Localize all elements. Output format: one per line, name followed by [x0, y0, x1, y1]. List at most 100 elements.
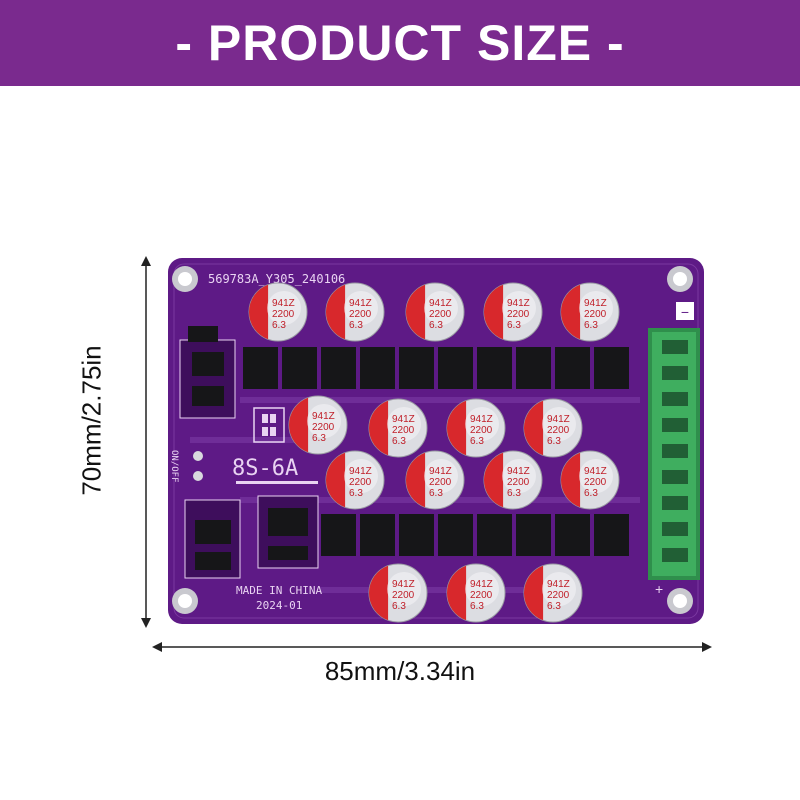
capacitor-label: 941Z	[507, 466, 530, 477]
capacitor-label: 6.3	[312, 433, 326, 444]
capacitor-label: 6.3	[507, 320, 521, 331]
capacitor-label: 6.3	[392, 436, 406, 447]
switch-label: ON/OFF	[169, 450, 179, 483]
capacitor-label: 941Z	[547, 579, 570, 590]
mounting-holes	[172, 266, 693, 614]
polarity-stripe	[405, 284, 426, 340]
capacitor-label: 2200	[547, 590, 570, 601]
capacitor-label: 941Z	[392, 579, 415, 590]
terminal-plus-label: +	[655, 581, 663, 597]
capacitor-label: 6.3	[547, 436, 561, 447]
capacitor-label: 941Z	[312, 411, 335, 422]
capacitor-label: 2200	[429, 477, 452, 488]
mosfet-row-bottom	[321, 514, 629, 556]
polarity-stripe	[447, 400, 467, 456]
polarity-stripe	[326, 452, 346, 508]
polarity-stripe	[248, 284, 269, 340]
capacitor-label: 941Z	[470, 414, 493, 425]
model-label: 8S-6A	[232, 456, 298, 481]
width-dimension-line	[152, 642, 712, 652]
capacitor-label: 941Z	[349, 298, 372, 309]
capacitor-label: 2200	[470, 590, 493, 601]
capacitor-label: 941Z	[392, 414, 415, 425]
capacitor-label: 941Z	[584, 466, 607, 477]
driver-ics	[179, 326, 319, 579]
capacitor-label: 941Z	[470, 579, 493, 590]
polarity-stripe	[561, 452, 581, 508]
capacitor-label: 2200	[584, 477, 607, 488]
capacitor-label: 2200	[429, 309, 452, 320]
origin-label: MADE IN CHINA	[236, 584, 322, 597]
polarity-stripe	[369, 565, 389, 621]
capacitor-label: 941Z	[547, 414, 570, 425]
date-label: 2024-01	[256, 599, 302, 612]
capacitor-label: 941Z	[272, 298, 295, 309]
height-label-text: 70mm/2.75in	[76, 345, 107, 496]
capacitor-label: 2200	[349, 309, 372, 320]
polarity-stripe	[484, 452, 504, 508]
capacitor-label: 6.3	[584, 320, 598, 331]
polarity-stripe	[368, 400, 389, 456]
capacitor-label: 6.3	[349, 320, 363, 331]
width-dimension-label: 85mm/3.34in	[324, 656, 476, 686]
capacitor-label: 6.3	[584, 488, 598, 499]
capacitor-label: 941Z	[349, 466, 372, 477]
part-code: 569783A_Y305_240106	[208, 272, 345, 286]
capacitor-label: 941Z	[584, 298, 607, 309]
capacitor-label: 2200	[312, 422, 335, 433]
capacitor-label: 6.3	[470, 601, 484, 612]
polarity-stripe	[561, 284, 581, 340]
capacitor-label: 941Z	[429, 466, 452, 477]
capacitor-label: 2200	[392, 425, 415, 436]
capacitor-label: 2200	[349, 477, 372, 488]
banner-title: - PRODUCT SIZE -	[175, 15, 625, 71]
capacitor-label: 2200	[392, 590, 415, 601]
capacitor-label: 941Z	[507, 298, 530, 309]
terminal-minus-label: −	[681, 304, 689, 320]
capacitor-label: 6.3	[429, 488, 443, 499]
title-banner: - PRODUCT SIZE -	[0, 0, 800, 86]
polarity-stripe	[524, 400, 544, 456]
polarity-stripe	[447, 565, 467, 621]
polarity-stripe	[524, 565, 544, 621]
terminal-block	[648, 302, 700, 580]
capacitor-label: 6.3	[272, 320, 286, 331]
polarity-stripe	[326, 284, 346, 340]
capacitor-label: 6.3	[392, 601, 406, 612]
capacitors: 941Z22006.3941Z22006.3941Z22006.3941Z220…	[248, 282, 620, 623]
capacitor-label: 6.3	[470, 436, 484, 447]
capacitor-label: 2200	[470, 425, 493, 436]
capacitor-label: 6.3	[547, 601, 561, 612]
capacitor-label: 2200	[272, 309, 295, 320]
polarity-stripe	[288, 397, 309, 453]
height-dimension-line	[141, 256, 151, 628]
capacitor-label: 2200	[584, 309, 607, 320]
capacitor-label: 6.3	[349, 488, 363, 499]
capacitor-label: 2200	[547, 425, 570, 436]
polarity-stripe	[484, 284, 504, 340]
capacitor-label: 2200	[507, 477, 530, 488]
capacitor-label: 6.3	[429, 320, 443, 331]
mosfet-row-top	[243, 347, 629, 389]
capacitor-label: 941Z	[429, 298, 452, 309]
polarity-stripe	[405, 452, 426, 508]
capacitor-label: 2200	[507, 309, 530, 320]
capacitor-label: 6.3	[507, 488, 521, 499]
